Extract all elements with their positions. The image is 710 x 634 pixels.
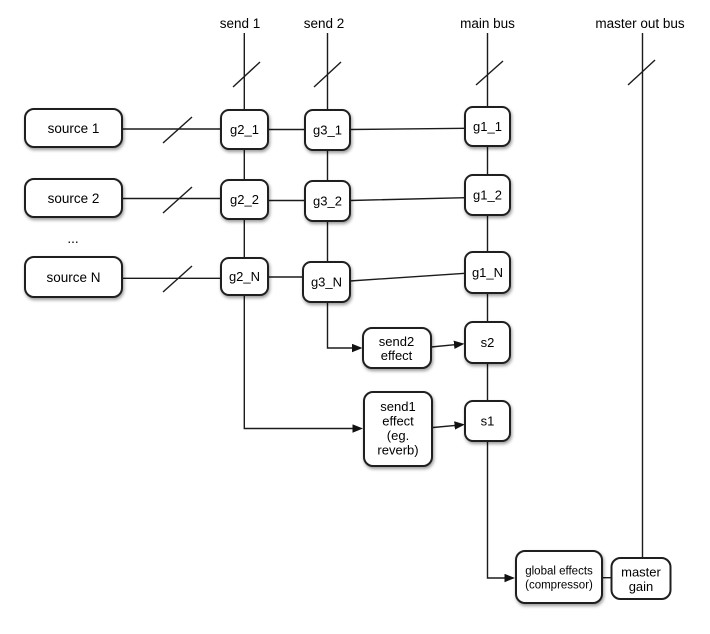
gain-nodes: g2_1 g3_1 g1_1 g2_2 g3_2 g1_2 g2_N g3: [220, 106, 511, 303]
edge-send2-effect-to-s2: [430, 340, 465, 349]
source-2-label: source 2: [48, 191, 100, 206]
edge-send2bus-to-send2-effect: [326, 302, 363, 353]
edge-mainbus-to-global-effects: [486, 441, 515, 583]
gain-g1-2-node: g1_2: [464, 174, 511, 216]
sourceN-row-line: [122, 272, 466, 282]
gain-g2-2-label: g2_2: [230, 192, 259, 207]
gain-g3-1-box: [304, 109, 351, 151]
bus-label-send1: send 1: [220, 16, 261, 31]
master-gain-label-line1: master: [621, 565, 661, 580]
sum-s1-label: s1: [481, 414, 495, 429]
gain-g3-n-label: g3_N: [311, 275, 342, 290]
gain-g2-1-node: g2_1: [220, 109, 269, 150]
sum-nodes: s2 s1: [464, 321, 511, 442]
gain-g3-2-label: g3_2: [313, 194, 342, 209]
master-gain-box: [610, 557, 672, 600]
bus-lines: [243, 33, 644, 558]
slash-ticks: [162, 59, 656, 293]
gain-g3-2-node: g3_2: [304, 180, 351, 222]
gain-g1-1-node: g1_1: [464, 106, 511, 147]
gain-g3-1-label: g3_1: [313, 123, 342, 138]
sum-s2-node: s2: [464, 321, 511, 364]
gain-g3-2-box: [304, 180, 351, 222]
gain-g3-n-node: g3_N: [302, 261, 351, 303]
master-gain-label-line2: gain: [629, 579, 654, 594]
sources-ellipsis: ...: [67, 231, 78, 246]
bus-label-send2: send 2: [304, 16, 345, 31]
bus-label-main: main bus: [460, 16, 515, 31]
source-n-label: source N: [46, 270, 100, 285]
send1-effect-box: [363, 391, 433, 467]
gain-g2-n-node: g2_N: [220, 257, 269, 296]
gain-g2-n-box: [220, 257, 269, 296]
send1-effect-node: send1 effect (eg. reverb): [363, 391, 433, 467]
edge-send1bus-to-send1-effect: [243, 295, 363, 433]
multichannel-slash-source1: [162, 116, 193, 144]
source-1-node: source 1: [24, 108, 123, 148]
source-row-lines: [122, 127, 612, 579]
bus-label-master: master out bus: [595, 16, 685, 31]
multichannel-slash-sourceN: [162, 265, 193, 293]
gain-g2-1-label: g2_1: [230, 122, 259, 137]
effect-nodes: send2 effect send1 effect (eg. reverb) g…: [362, 327, 672, 604]
master-gain-node: master gain: [610, 557, 672, 600]
send2-effect-node: send2 effect: [362, 327, 432, 369]
source-1-box: [24, 108, 123, 148]
source1-row-line: [122, 127, 466, 131]
gain-g3-n-box: [302, 261, 351, 303]
multichannel-slash-send2-bus: [313, 61, 342, 88]
gain-g1-n-box: [464, 251, 511, 294]
source-2-box: [24, 178, 123, 218]
source-2-node: source 2: [24, 178, 123, 218]
source-n-box: [24, 256, 123, 298]
sum-s2-box: [464, 321, 511, 364]
gain-g1-n-node: g1_N: [464, 251, 511, 294]
sum-s1-box: [464, 400, 511, 442]
global-effects-label-line2: (compressor): [525, 580, 593, 592]
gain-g2-n-label: g2_N: [229, 269, 260, 284]
gain-g2-2-box: [220, 179, 269, 220]
source-n-node: source N: [24, 256, 123, 298]
send1-effect-label-line1: send1: [380, 399, 415, 414]
source2-row-line: [122, 197, 466, 202]
gain-g1-n-label: g1_N: [472, 265, 503, 280]
gain-g1-1-box: [464, 106, 511, 147]
multichannel-slash-send1-bus: [232, 61, 261, 88]
gain-g1-1-label: g1_1: [473, 119, 502, 134]
multichannel-slash-master-bus: [627, 59, 656, 86]
multichannel-slash-main-bus: [475, 60, 504, 86]
send1-effect-label-line3: (eg.: [387, 428, 409, 443]
gain-g2-2-node: g2_2: [220, 179, 269, 220]
gain-g3-1-node: g3_1: [304, 109, 351, 151]
send1-effect-label-line4: reverb): [377, 443, 418, 458]
edge-send1-effect-to-s1: [432, 421, 465, 430]
bus-labels: send 1 send 2 main bus master out bus: [220, 16, 685, 31]
global-effects-node: global effects (compressor): [515, 550, 603, 604]
gain-g2-1-box: [220, 109, 269, 150]
sum-s1-node: s1: [464, 400, 511, 442]
arrow-edges: [243, 295, 515, 583]
global-effects-box: [515, 550, 603, 604]
gain-g1-2-label: g1_2: [473, 188, 502, 203]
send2-effect-label-line1: send2: [379, 334, 414, 349]
global-effects-label-line1: global effects: [525, 566, 593, 578]
gain-g1-2-box: [464, 174, 511, 216]
source-nodes: source 1 source 2 ... source N: [24, 108, 123, 298]
multichannel-slash-source2: [162, 186, 193, 214]
sum-s2-label: s2: [481, 335, 495, 350]
send2-effect-box: [362, 327, 432, 369]
send2-effect-label-line2: effect: [381, 348, 413, 363]
source-1-label: source 1: [48, 121, 100, 136]
send1-effect-label-line2: effect: [382, 414, 414, 429]
